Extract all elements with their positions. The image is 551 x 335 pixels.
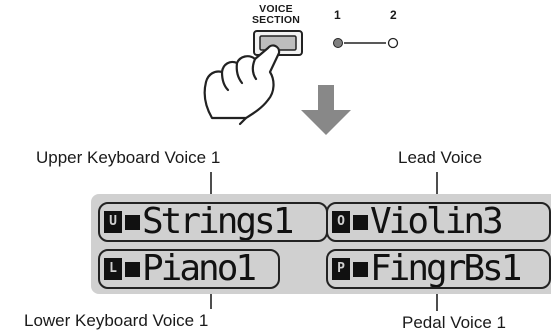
callout-lead-voice: Lead Voice [398,148,483,167]
indicator-2-label: 2 [390,8,397,22]
upper-section-badge: U [104,211,122,233]
voice-section-label-line1: VOICE [259,3,293,15]
lead-voice-name: Violin3 [370,202,504,242]
pointing-hand-icon [203,44,281,126]
callout-lower-keyboard-voice: Lower Keyboard Voice 1 [24,311,209,330]
down-arrow-icon [301,85,351,135]
cursor-square-icon [353,214,368,230]
lower-section-badge: L [104,258,122,280]
cursor-square-icon [125,261,140,277]
pedal-voice-name: FingrBs1 [370,249,522,289]
pedal-section-badge: P [332,258,350,280]
lcd-cell-lead: O Violin3 [326,202,551,242]
lcd-cell-pedal: P FingrBs1 [326,249,551,289]
indicator-lamp-1 [333,38,343,48]
lcd-cell-lower-keyboard: L Piano1 [98,249,280,289]
lead-section-badge: O [332,211,350,233]
callout-pedal-voice: Pedal Voice 1 [402,313,506,332]
indicator-1-label: 1 [334,8,341,22]
indicator-lamp-2 [387,37,399,49]
lower-voice-name: Piano1 [142,249,257,289]
lcd-cell-upper-keyboard: U Strings1 [98,202,328,242]
cursor-square-icon [125,214,140,230]
upper-voice-name: Strings1 [142,202,294,242]
callout-upper-keyboard-voice: Upper Keyboard Voice 1 [36,148,221,167]
voice-section-label: VOICE SECTION [240,4,312,26]
cursor-square-icon [353,261,368,277]
voice-section-label-line2: SECTION [251,14,301,26]
